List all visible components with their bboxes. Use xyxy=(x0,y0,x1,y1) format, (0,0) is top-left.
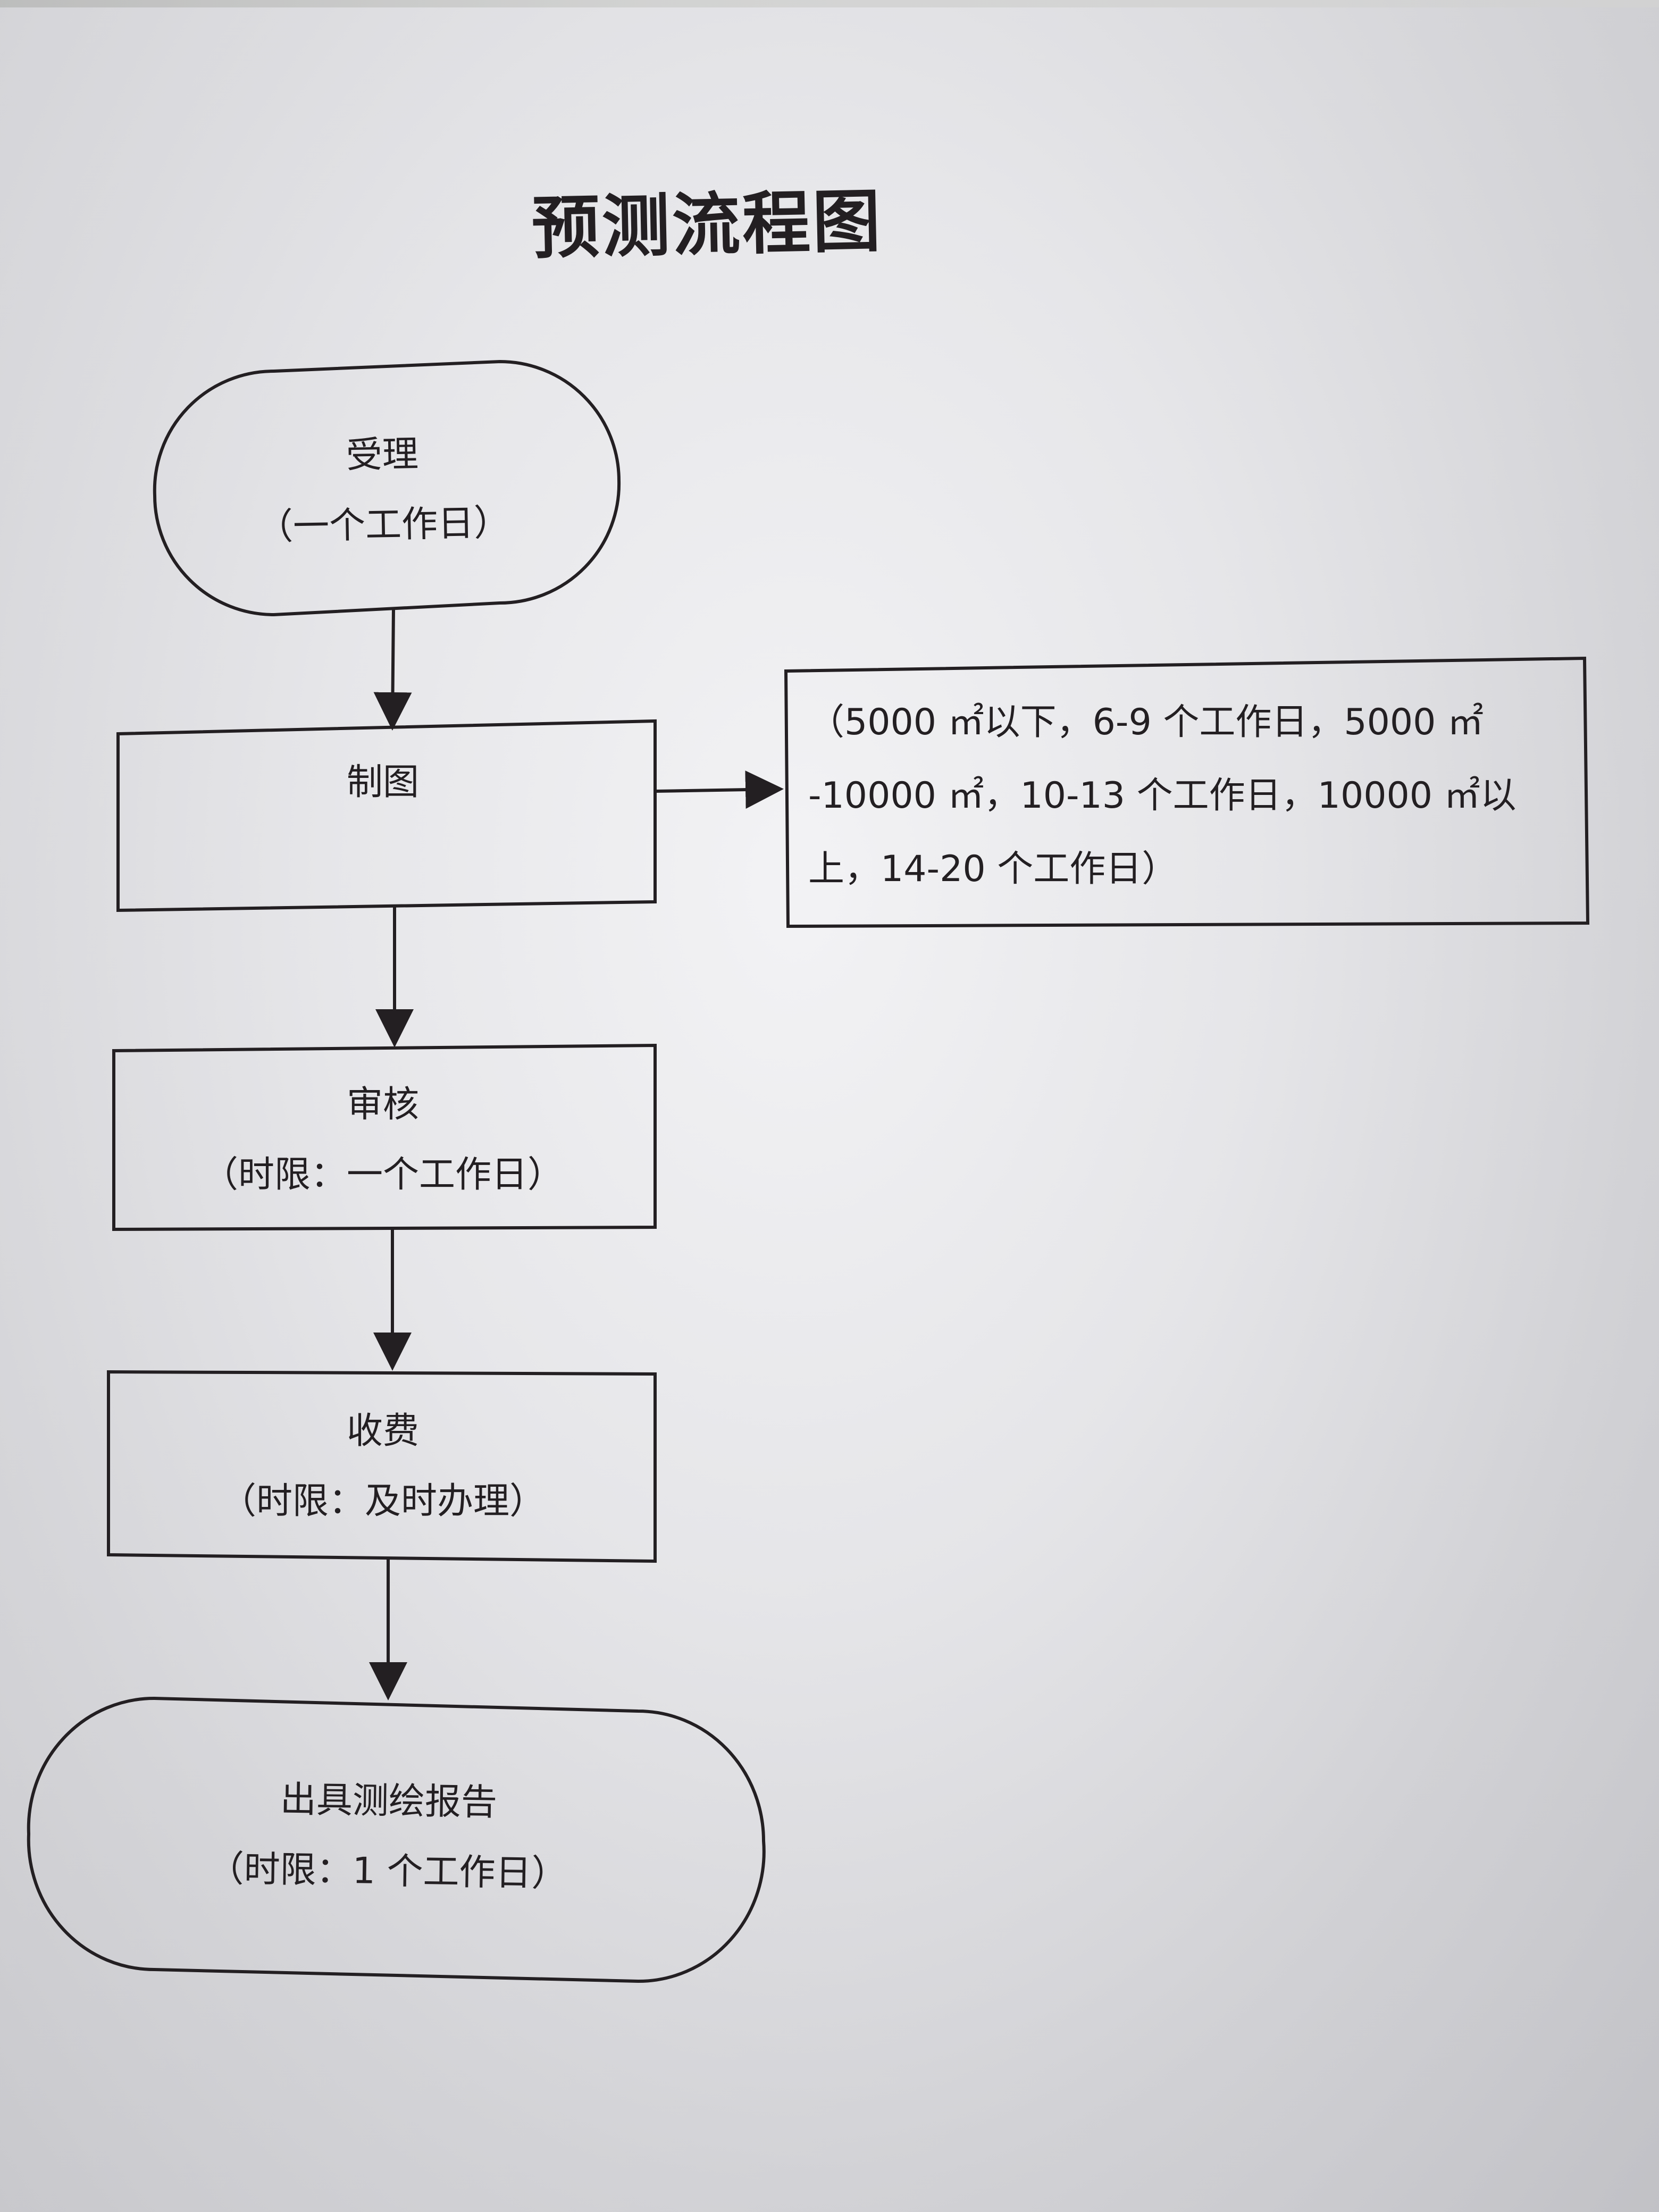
step-report: 出具测绘报告 （时限：1 个工作日） xyxy=(137,1763,639,1910)
process-box-review xyxy=(112,1043,657,1231)
note-box xyxy=(784,656,1590,928)
paper-edge xyxy=(0,0,1659,7)
process-box-drawing xyxy=(116,719,657,912)
step-report-label: 出具测绘报告 xyxy=(280,1779,498,1824)
arrow-accept-to-drawing xyxy=(373,609,412,731)
step-review-label: 审核 xyxy=(346,1084,419,1126)
step-accept-sub: （一个工作日） xyxy=(256,501,510,549)
step-accept-label: 受理 xyxy=(346,433,419,477)
step-charge-label: 收费 xyxy=(346,1410,419,1452)
step-report-sub: （时限：1 个工作日） xyxy=(207,1848,568,1895)
terminal-end-shape xyxy=(27,1696,766,1983)
step-charge: 收费 （时限：及时办理） xyxy=(138,1396,627,1537)
step-accept: 受理 （一个工作日） xyxy=(190,417,575,564)
step-review: 审核 （时限：一个工作日） xyxy=(138,1070,627,1210)
process-box-charge xyxy=(107,1370,657,1563)
step-review-sub: （时限：一个工作日） xyxy=(202,1154,564,1196)
step-charge-sub: （时限：及时办理） xyxy=(220,1480,546,1522)
arrow-drawing-to-note xyxy=(655,770,784,809)
note-text: （5000 ㎡以下，6-9 个工作日，5000 ㎡ -10000 ㎡，10-13… xyxy=(808,701,1516,890)
page-title: 预测流程图 xyxy=(531,181,884,269)
terminal-start-shape xyxy=(153,359,621,617)
step-drawing-label: 制图 xyxy=(346,761,419,803)
step-drawing: 制图 xyxy=(191,748,574,818)
